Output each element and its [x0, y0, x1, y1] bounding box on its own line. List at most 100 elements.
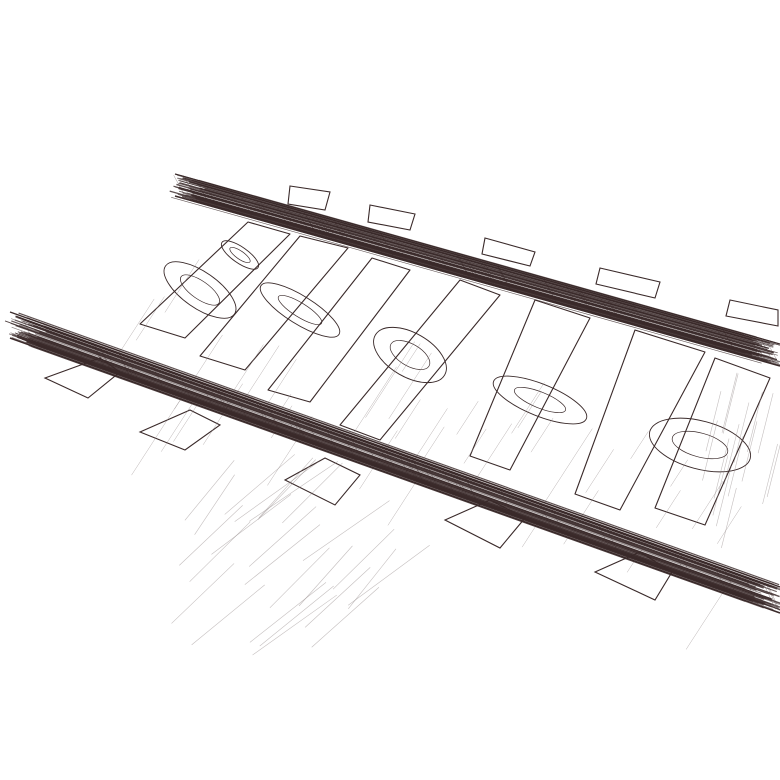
ground-stroke	[304, 567, 371, 628]
rail-hatch	[179, 374, 192, 401]
rail-hatch	[306, 420, 320, 447]
rail-hatch	[196, 181, 210, 205]
rail-stroke	[38, 331, 780, 598]
rail-hatch	[539, 503, 553, 530]
rail-hatch	[342, 432, 356, 460]
rail-hatch	[258, 199, 272, 222]
rail-hatch	[456, 254, 470, 277]
ground-stroke	[257, 459, 316, 520]
rail-hatch	[766, 341, 780, 365]
rail-stroke	[24, 320, 772, 588]
rail-hatch	[465, 476, 478, 503]
rail-hatch	[714, 565, 727, 592]
rail-stroke	[204, 188, 763, 346]
ground-stroke	[733, 402, 750, 463]
ground-stroke	[762, 443, 778, 504]
rail-stroke	[14, 332, 755, 598]
grain-stroke	[164, 259, 200, 313]
rail-stroke	[184, 177, 780, 346]
rail-hatch	[152, 364, 165, 392]
rail-hatch	[314, 214, 327, 238]
rail-edge-top	[174, 173, 780, 345]
rail-hatch	[450, 471, 463, 498]
ground-stroke	[705, 391, 722, 452]
rail-stroke	[177, 175, 744, 335]
rail-hatch	[201, 382, 214, 409]
ground-stroke	[332, 529, 395, 590]
rail-hatch	[457, 255, 471, 278]
grain-stroke	[135, 296, 165, 341]
rail-hatch	[379, 446, 392, 473]
wood-knot-inner-1	[180, 274, 220, 306]
rail-hatch	[484, 262, 497, 285]
rail-stroke	[10, 323, 768, 595]
grain-stroke	[354, 366, 397, 433]
rail-hatch	[319, 216, 333, 239]
grain-stroke	[173, 403, 198, 442]
sleeper-4	[339, 279, 501, 441]
rail-edge-bottom	[174, 195, 780, 367]
rail-hatch	[749, 337, 763, 360]
rail-hatch	[412, 457, 425, 484]
rail-hatch	[334, 220, 347, 243]
rail-hatch	[411, 457, 424, 484]
rail-hatch	[256, 402, 269, 429]
rail-stroke	[199, 190, 778, 354]
rail-hatch	[724, 569, 737, 596]
rail-hatch	[598, 524, 611, 551]
ground-stroke	[282, 462, 343, 524]
rail-hatch	[464, 476, 478, 503]
rail-hatch	[716, 327, 729, 350]
rail-hatch	[285, 412, 298, 439]
rail-hatch	[481, 261, 495, 285]
ground-stroke	[249, 461, 339, 522]
rail-hatch	[217, 388, 230, 415]
grain-stroke	[716, 506, 742, 544]
rail-hatch	[92, 343, 106, 370]
rail-hatch	[500, 489, 513, 516]
rail-hatch	[317, 215, 331, 238]
wood-knot-3	[373, 326, 447, 384]
ground-stroke	[244, 524, 321, 585]
rail-hatch	[398, 452, 411, 479]
rail-hatch	[453, 472, 467, 499]
rail-hatch	[324, 217, 337, 240]
far-rail	[169, 173, 780, 367]
rail-hatch	[680, 553, 693, 580]
rail-stroke	[192, 199, 752, 358]
rail-hatch	[99, 346, 113, 373]
rail-hatch	[344, 223, 357, 246]
wood-knot-4	[492, 375, 588, 425]
rail-stroke	[186, 192, 770, 357]
sleeper-top-end-1	[287, 185, 331, 211]
grain-stroke	[530, 417, 554, 453]
sleeper-top-end-4	[595, 267, 661, 299]
rail-edge-top	[9, 311, 780, 588]
rail-stroke	[190, 186, 768, 350]
grain-stroke	[544, 428, 593, 504]
rail-hatch	[365, 441, 379, 468]
rail-hatch	[697, 322, 710, 345]
ground-stroke	[269, 547, 330, 609]
rail-hatch	[184, 178, 198, 201]
rail-hatch	[632, 304, 646, 327]
rail-stroke	[180, 178, 774, 346]
rails-layer	[4, 173, 780, 614]
rail-hatch	[436, 249, 449, 272]
wood-knot-inner-2	[277, 294, 323, 326]
wood-knot-2	[259, 282, 341, 338]
rail-stroke	[20, 331, 780, 604]
rail-hatch	[333, 220, 346, 243]
rail-stroke	[32, 324, 765, 587]
rail-hatch	[456, 473, 470, 500]
grain-stroke	[630, 431, 649, 459]
rail-hatch	[463, 256, 477, 280]
rail-stroke	[173, 185, 773, 356]
rail-hatch	[208, 385, 222, 412]
rail-hatch	[753, 338, 766, 361]
grain-stroke	[585, 449, 614, 493]
rail-hatch	[259, 403, 272, 430]
rail-hatch	[565, 285, 579, 308]
rail-hatch	[287, 207, 300, 230]
ground-stroke	[716, 466, 732, 527]
